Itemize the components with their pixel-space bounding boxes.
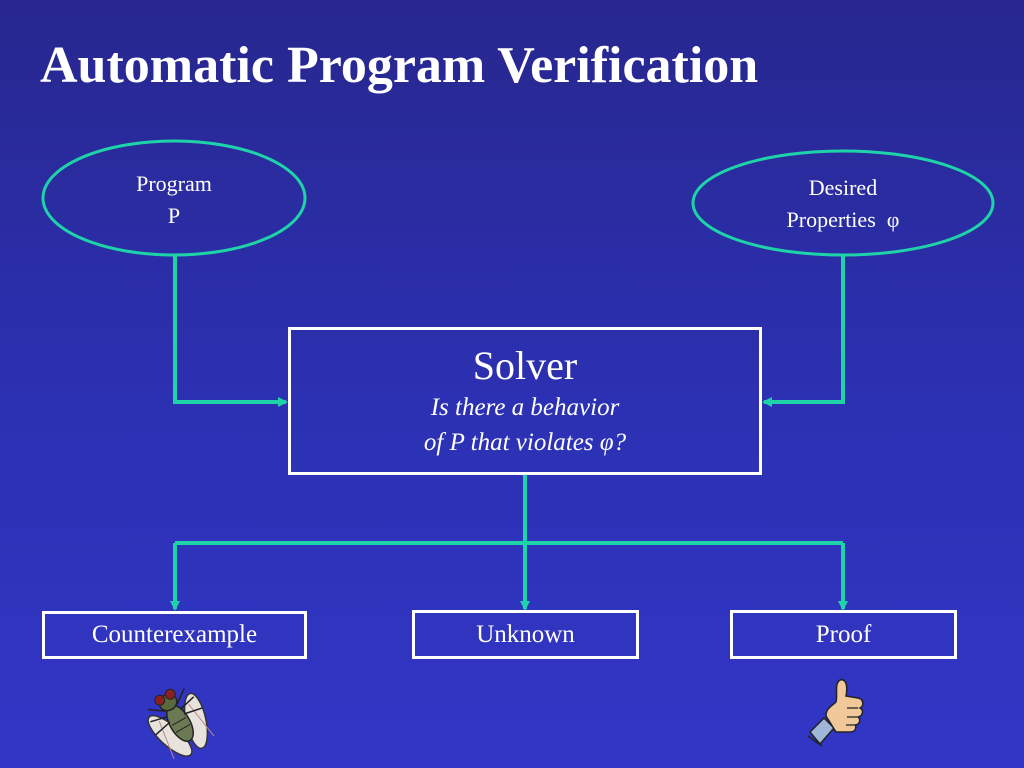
proof-label: Proof bbox=[815, 620, 872, 648]
properties-label-line1: Desired bbox=[808, 175, 878, 200]
unknown-label: Unknown bbox=[476, 620, 575, 648]
properties-to-solver-arrow bbox=[762, 256, 845, 407]
program-label-line1: Program bbox=[136, 171, 212, 196]
thumbs-up-icon bbox=[807, 678, 864, 747]
properties-label: Desired Properties φ bbox=[743, 172, 943, 236]
proof-box: Proof bbox=[730, 610, 957, 659]
solver-box: Solver Is there a behavior of P that vio… bbox=[288, 327, 762, 475]
solver-question-line1: Is there a behavior bbox=[430, 394, 620, 421]
bug-fly-icon bbox=[147, 688, 215, 760]
solver-title: Solver bbox=[472, 343, 578, 388]
program-label: Program P bbox=[74, 168, 274, 232]
program-to-solver-arrow bbox=[173, 255, 288, 407]
program-label-line2: P bbox=[167, 203, 181, 228]
counterexample-box: Counterexample bbox=[42, 611, 307, 659]
counterexample-label: Counterexample bbox=[91, 621, 258, 648]
properties-label-line2: Properties φ bbox=[786, 207, 900, 232]
solver-question-line2: of P that violates φ? bbox=[423, 429, 627, 456]
properties-ellipse bbox=[691, 149, 995, 257]
unknown-box: Unknown bbox=[412, 610, 639, 659]
slide-title: Automatic Program Verification bbox=[40, 37, 759, 94]
